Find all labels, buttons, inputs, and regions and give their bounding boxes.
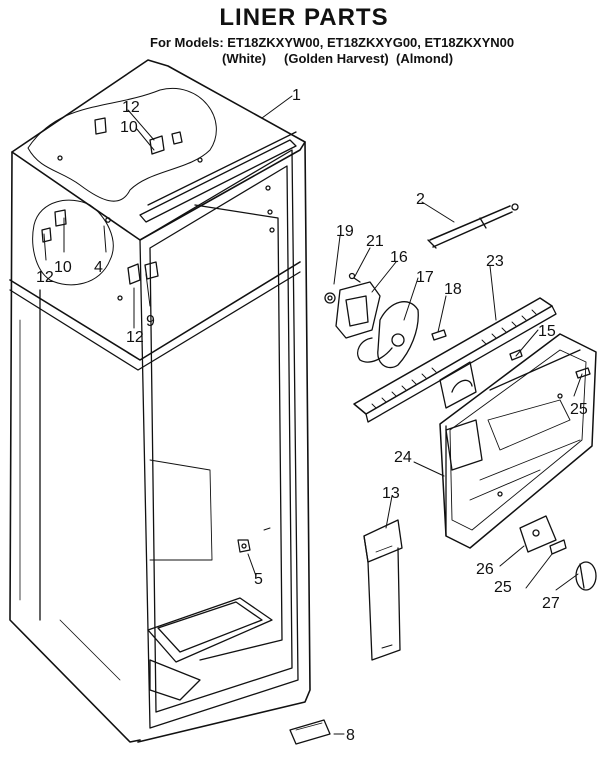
callout-27: 27 — [542, 595, 560, 612]
callout-9: 9 — [146, 313, 155, 330]
callout-24: 24 — [394, 449, 412, 466]
callout-10-lower: 10 — [54, 259, 72, 276]
part-13-duct — [363, 519, 403, 661]
callout-26: 26 — [476, 561, 494, 578]
part-24-cover-panel — [439, 333, 597, 549]
part-27-cap — [575, 561, 597, 591]
callout-25-lower: 25 — [494, 579, 512, 596]
callout-12-left: 12 — [36, 269, 54, 286]
callout-4: 4 — [94, 259, 103, 276]
variant-golden-harvest: (Golden Harvest) — [284, 51, 389, 66]
diagram-title: LINER PARTS — [219, 4, 389, 31]
liner-cabinet — [9, 59, 311, 743]
callout-2: 2 — [416, 191, 425, 208]
part-2-tube — [427, 203, 519, 249]
callout-13: 13 — [382, 485, 400, 502]
control-area-detail — [27, 88, 217, 301]
callout-1: 1 — [292, 87, 301, 104]
callout-25-upper: 25 — [570, 401, 588, 418]
fan-motor-assembly — [324, 272, 447, 369]
callout-10-upper: 10 — [120, 119, 138, 136]
callout-21: 21 — [366, 233, 384, 250]
leader-lines — [43, 95, 583, 735]
callout-23: 23 — [486, 253, 504, 270]
callout-labels: 1 2 4 5 8 9 10 10 12 12 12 13 15 16 17 1… — [36, 87, 588, 744]
part-25-screw — [549, 539, 567, 555]
callout-12-top: 12 — [122, 99, 140, 116]
callout-19: 19 — [336, 223, 354, 240]
callout-12-mid: 12 — [126, 329, 144, 346]
part-26-plate — [519, 515, 557, 553]
callout-17: 17 — [416, 269, 434, 286]
part-23-air-channel — [353, 297, 557, 423]
callout-15: 15 — [538, 323, 556, 340]
part-8-bracket — [289, 719, 331, 745]
callout-16: 16 — [390, 249, 408, 266]
models-line: For Models: ET18ZKXYW00, ET18ZKXYG00, ET… — [150, 35, 515, 50]
callout-8: 8 — [346, 727, 355, 744]
variant-white: (White) — [222, 51, 267, 66]
variant-almond: (Almond) — [396, 51, 454, 66]
callout-5: 5 — [254, 571, 263, 588]
callout-18: 18 — [444, 281, 462, 298]
